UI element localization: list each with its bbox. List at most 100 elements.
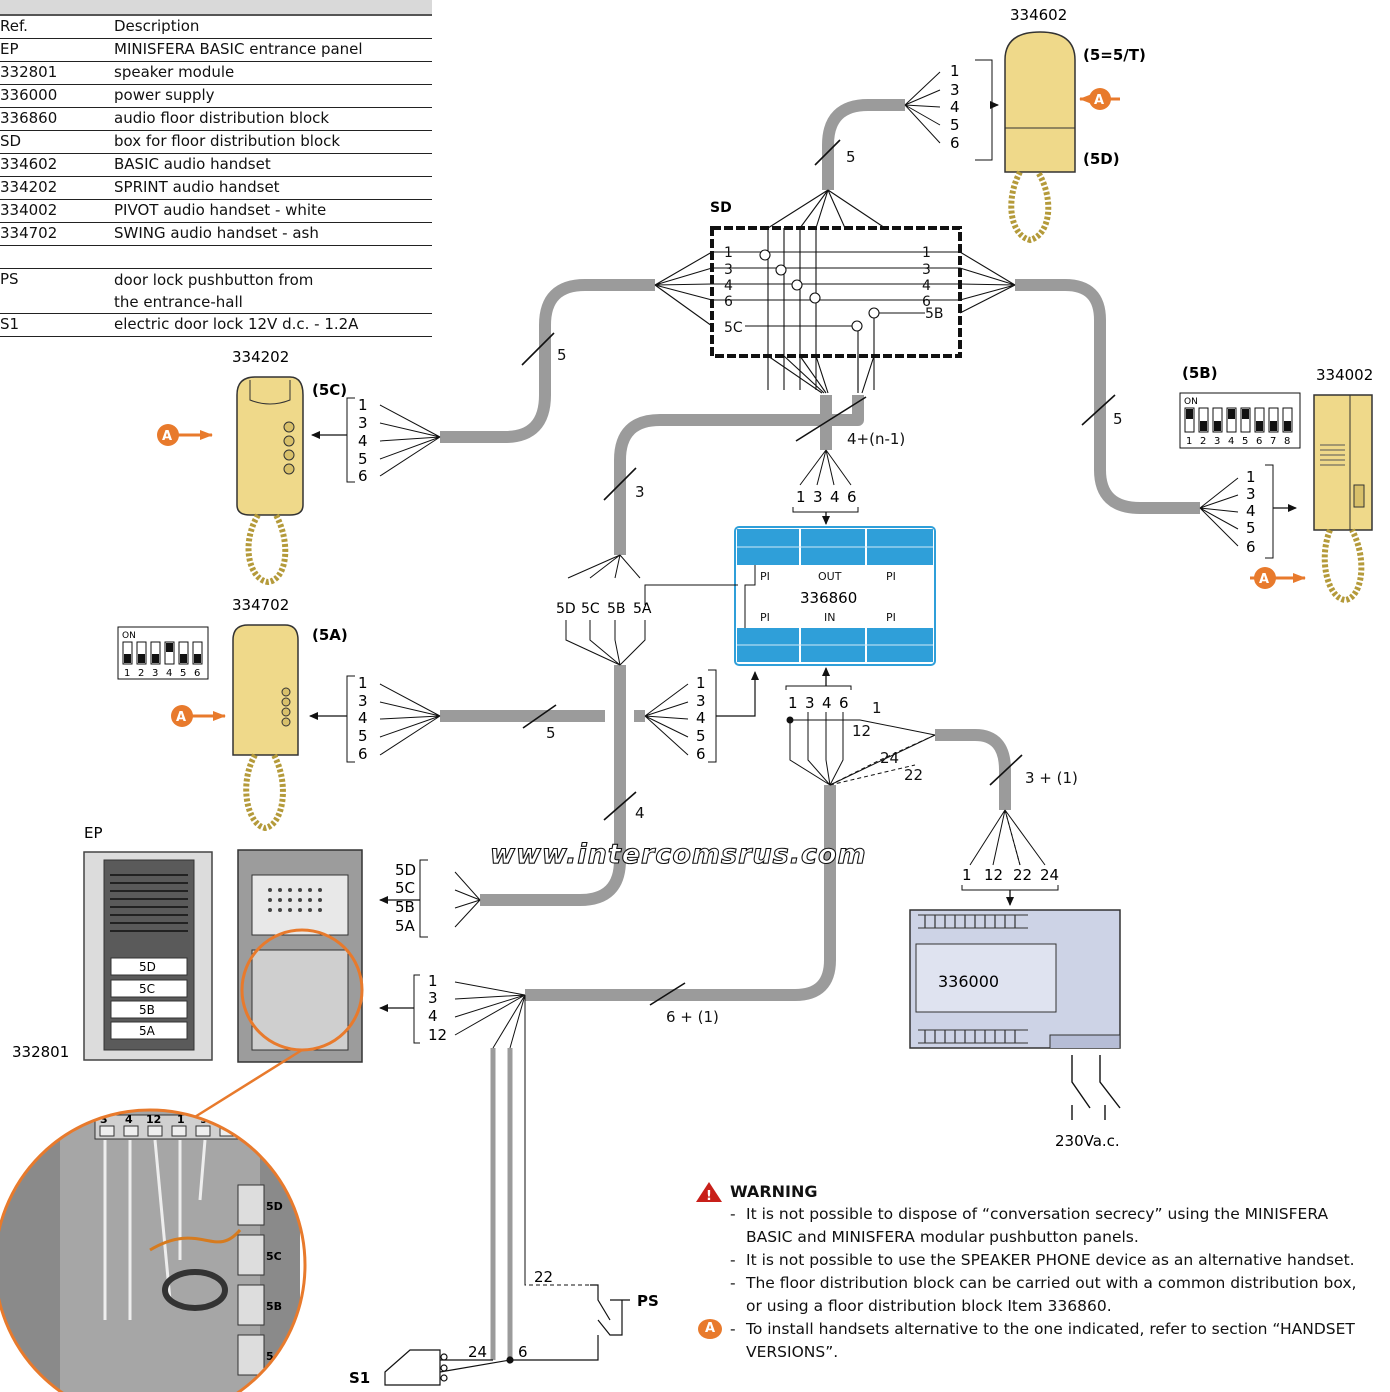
svg-text:5: 5 [1246,519,1256,537]
svg-text:OUT: OUT [818,570,842,583]
cable-thin [490,1048,513,1360]
svg-text:5C: 5C [266,1250,282,1263]
cable-sd-to-334602 [822,99,905,190]
legend-ref: EP [0,40,19,58]
a-badge: A [1259,572,1269,587]
svg-text:3: 3 [428,989,438,1007]
svg-text:4: 4 [428,1007,438,1025]
legend-header-bar [0,0,432,16]
svg-text:1: 1 [358,674,368,692]
term-label: 5B [925,306,944,322]
svg-text:2: 2 [138,668,144,679]
a-badge: A [176,710,186,725]
watermark: www.intercomsrus.com [490,839,867,870]
svg-text:1: 1 [358,396,368,414]
svg-text:7: 7 [1270,436,1276,447]
legend-row: 336860 audio floor distribution block [0,108,432,131]
svg-text:5D: 5D [556,601,576,617]
svg-text:2: 2 [1200,436,1206,447]
a-badge: A [162,429,172,444]
svg-text:1: 1 [124,668,130,679]
svg-text:22: 22 [1013,866,1032,884]
legend-desc: audio floor distribution block [114,109,330,127]
handset-body [236,376,304,516]
legend-ref: 336860 [0,109,58,127]
cable-count: 4+(n-1) [847,430,905,448]
svg-text:6: 6 [358,745,368,763]
legend-desc-heading: Description [114,17,200,35]
svg-text:PI: PI [760,611,770,624]
svg-text:24: 24 [1040,866,1059,884]
version-label: (5=5/T) [1083,46,1146,64]
legend-desc: speaker module [114,63,235,81]
svg-text:6: 6 [1256,436,1262,447]
term-label: 3 [724,262,733,278]
svg-text:12: 12 [428,1026,447,1044]
model-label: 336000 [938,972,999,991]
svg-text:6: 6 [839,694,849,712]
legend-desc: power supply [114,86,215,104]
legend-ref: SD [0,132,22,150]
cable-sd-to-334202 [440,279,655,443]
warning-list: It is not possible to dispose of “conver… [696,1203,1376,1364]
svg-text:5: 5 [358,727,368,745]
cable-count: 4 [635,804,645,822]
cable-riser-lower [480,665,626,906]
legend-desc-line1: door lock pushbutton from [114,271,314,289]
svg-text:3: 3 [696,692,706,710]
svg-text:4: 4 [1246,502,1256,520]
legend-desc: SPRINT audio handset [114,178,280,196]
svg-text:5B: 5B [266,1300,282,1313]
cable-count: 3 [635,483,645,501]
door-lock-circuit [384,1284,630,1386]
svg-text:22: 22 [904,766,923,784]
svg-text:1: 1 [788,694,798,712]
svg-text:6: 6 [1246,538,1256,556]
cable-sd-riser [614,395,864,555]
svg-text:5: 5 [950,116,960,134]
sd-wiring [654,189,1016,394]
svg-text:1: 1 [1246,468,1256,486]
svg-text:ON: ON [122,631,136,641]
svg-text:24: 24 [880,749,899,767]
svg-text:6: 6 [194,668,200,679]
cable-count: 3 + (1) [1025,769,1078,787]
svg-text:1: 1 [796,488,806,506]
svg-text:6: 6 [696,745,706,763]
warning-item: The floor distribution block can be carr… [730,1272,1376,1318]
svg-text:4: 4 [1228,436,1234,447]
legend-desc: SWING audio handset - ash [114,224,319,242]
legend-desc: electric door lock 12V d.c. - 1.2A [114,315,359,333]
svg-text:5B: 5B [139,1003,155,1017]
svg-text:3: 3 [1246,485,1256,503]
model-label: 334702 [232,596,289,614]
cable-ep [525,785,836,1001]
legend-ref: 334202 [0,178,58,196]
svg-text:5C: 5C [395,879,415,897]
sd-terminal-labels: 1 3 4 6 5C 1 3 4 6 5B [724,245,944,336]
svg-text:5C: 5C [581,601,600,617]
cable-slashes [521,139,1116,1006]
svg-text:5B: 5B [607,601,626,617]
svg-text:1: 1 [177,1113,185,1126]
term-label: 1 [724,245,733,261]
svg-text:5C: 5C [139,982,155,996]
svg-text:24: 24 [468,1343,487,1361]
svg-text:3: 3 [813,488,823,506]
svg-text:PI: PI [760,570,770,583]
svg-text:ON: ON [1184,397,1198,407]
svg-text:3: 3 [805,694,815,712]
legend-ref: 334602 [0,155,58,173]
